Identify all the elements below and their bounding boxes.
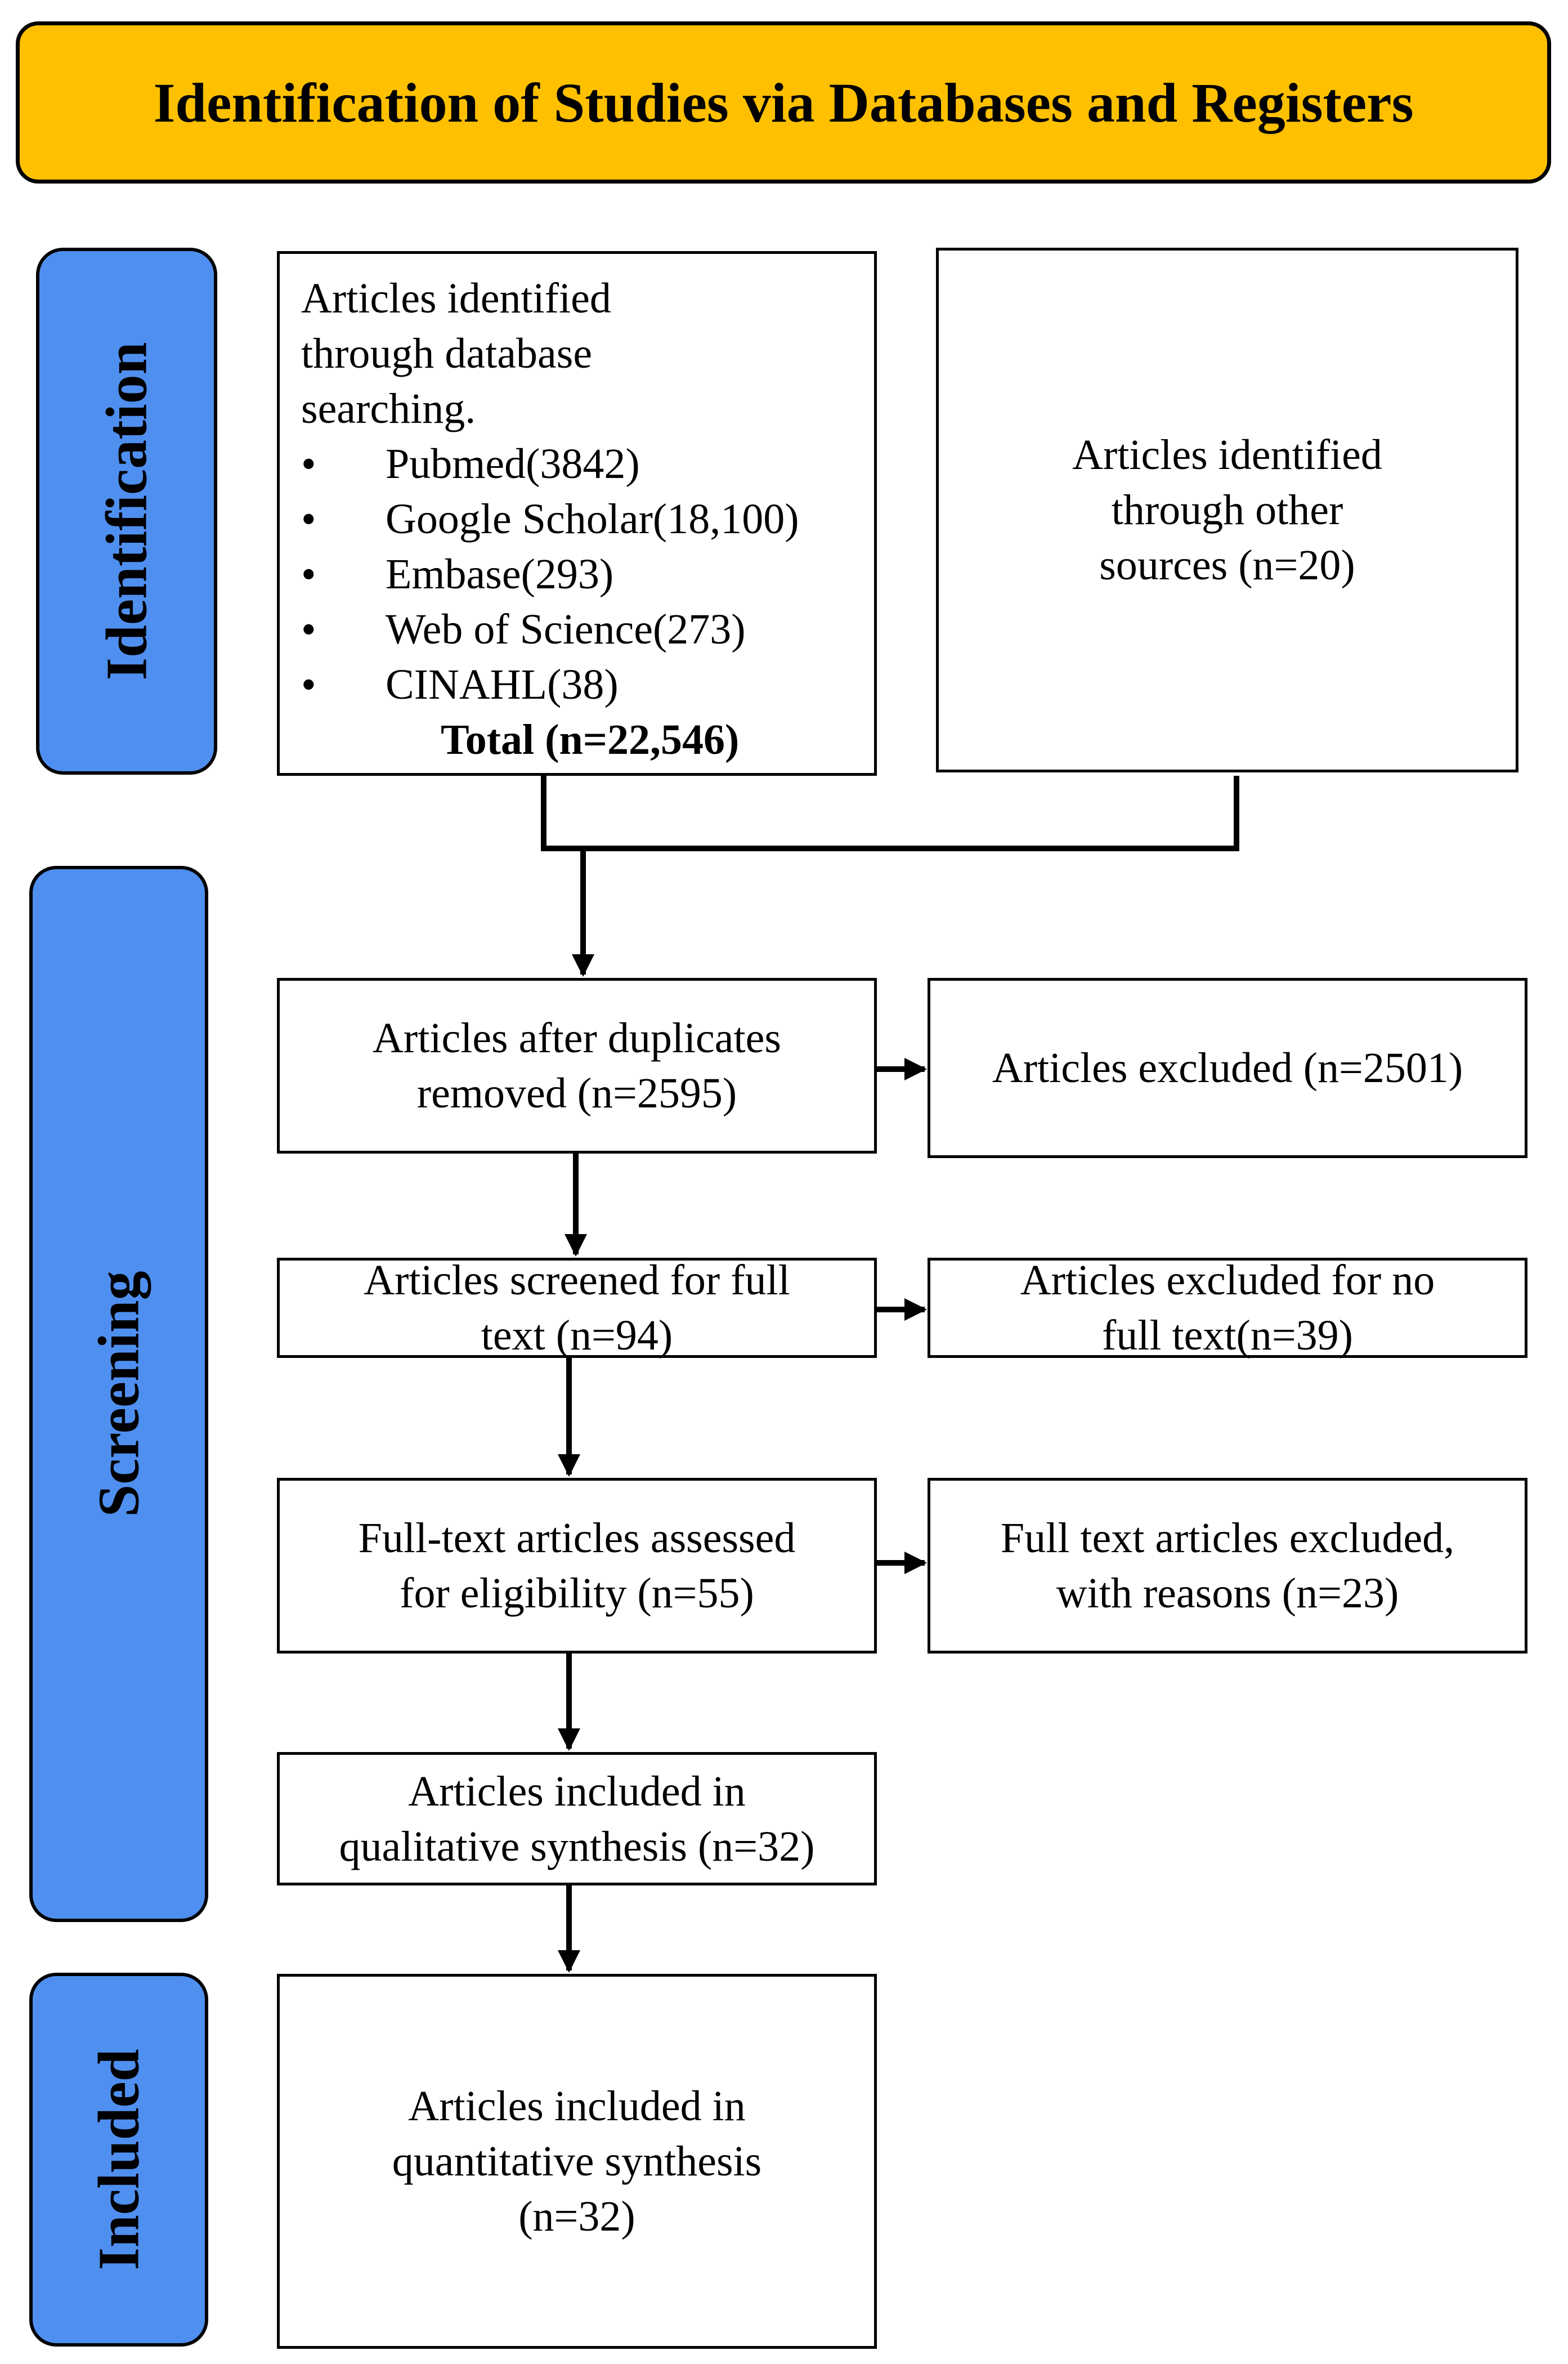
phase-included: Included [29, 1973, 208, 2347]
title-banner: Identification of Studies via Databases … [16, 21, 1551, 184]
other-sources-line: Articles identified [1072, 431, 1382, 479]
eligibility-box: Full-text articles assessed for eligibil… [277, 1478, 877, 1654]
screened-full-text-line: text (n=94) [481, 1312, 673, 1359]
database-source-item: CINAHL(38) [301, 657, 799, 712]
other-sources-box: Articles identified through other source… [936, 248, 1518, 772]
excluded-with-reasons-line: Full text articles excluded, [1000, 1514, 1455, 1562]
qualitative-synthesis-line: qualitative synthesis (n=32) [339, 1822, 815, 1870]
screened-full-text-box: Articles screened for full text (n=94) [277, 1257, 877, 1359]
phase-screening: Screening [29, 866, 208, 1922]
database-source-item: Pubmed(3842) [301, 436, 799, 491]
other-sources-line: through other [1111, 486, 1343, 534]
qualitative-synthesis-line: Articles included in [408, 1767, 746, 1815]
eligibility-line: for eligibility (n=55) [400, 1570, 754, 1617]
quantitative-synthesis-line: (n=32) [518, 2193, 635, 2240]
database-source-item: Embase(293) [301, 547, 799, 602]
merge-connector [541, 776, 1239, 851]
excluded-with-reasons-line: with reasons (n=23) [1056, 1570, 1399, 1617]
eligibility-line: Full-text articles assessed [358, 1514, 796, 1562]
excluded-no-full-text-line: full text(n=39) [1102, 1312, 1353, 1359]
excluded-line: Articles excluded (n=2501) [992, 1044, 1463, 1092]
qualitative-synthesis-box: Articles included in qualitative synthes… [277, 1752, 877, 1885]
database-search-line: searching. [301, 385, 476, 432]
quantitative-synthesis-box: Articles included in quantitative synthe… [277, 1974, 877, 2349]
after-duplicates-line: Articles after duplicates [373, 1015, 781, 1062]
database-search-line: through database [301, 330, 593, 377]
database-source-item: Google Scholar(18,100) [301, 491, 799, 547]
phase-identification: Identification [36, 248, 217, 775]
database-source-list: Pubmed(3842) Google Scholar(18,100) Emba… [301, 436, 799, 712]
database-total: Total (n=22,546) [441, 716, 740, 763]
database-source-item: Web of Science(273) [301, 602, 799, 657]
database-search-box: Articles identified through database sea… [277, 251, 877, 776]
quantitative-synthesis-line: Articles included in [408, 2083, 746, 2130]
excluded-box: Articles excluded (n=2501) [928, 978, 1527, 1158]
excluded-no-full-text-line: Articles excluded for no [1020, 1257, 1435, 1304]
excluded-no-full-text-box: Articles excluded for no full text(n=39) [928, 1257, 1527, 1359]
excluded-with-reasons-box: Full text articles excluded, with reason… [928, 1478, 1527, 1654]
database-search-line: Articles identified [301, 275, 611, 322]
other-sources-line: sources (n=20) [1099, 542, 1355, 589]
screened-full-text-line: Articles screened for full [364, 1257, 790, 1304]
after-duplicates-line: removed (n=2595) [416, 1070, 737, 1117]
after-duplicates-box: Articles after duplicates removed (n=259… [277, 978, 877, 1154]
diagram-title: Identification of Studies via Databases … [153, 71, 1414, 134]
quantitative-synthesis-line: quantitative synthesis [392, 2138, 762, 2185]
